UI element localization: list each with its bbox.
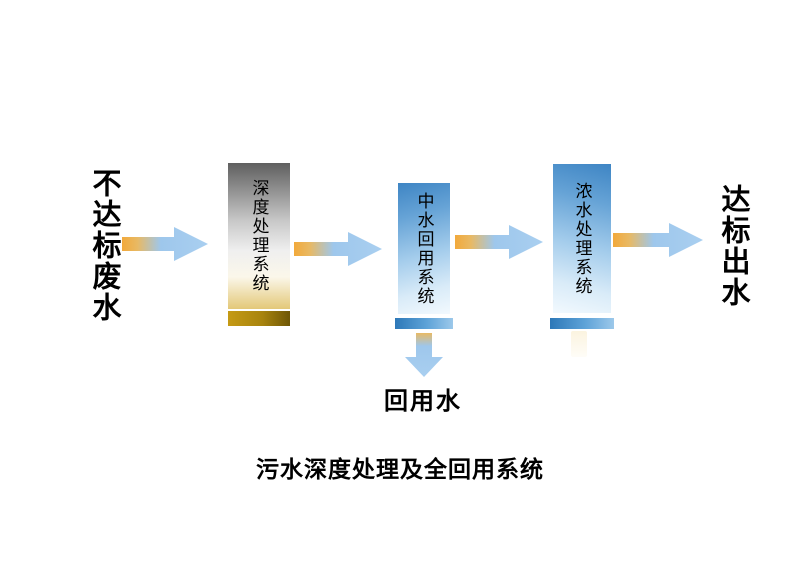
stage-deep-treatment-base-band [228,311,290,326]
stage-concentrate-treatment: 浓水处理系统 [553,164,611,313]
output-water-label: 达标出水 [717,184,751,308]
reuse-water-label: 回用水 [384,387,462,415]
diagram-caption: 污水深度处理及全回用系统 [256,457,544,483]
stage-concentrate-treatment-base-band [550,318,614,329]
stage-concentrate-treatment-label: 浓水处理系统 [571,181,592,296]
right-arrow-icon [455,225,543,259]
right-arrow-icon [294,232,382,266]
flow-arrow-down [405,333,443,381]
input-water-label: 不达标废水 [88,168,122,323]
flow-arrow-2 [294,231,382,271]
stage-deep-treatment-label: 深度处理系统 [248,179,269,293]
flow-arrow-4 [613,222,703,262]
stage-water-reuse-base-band [395,318,453,329]
flow-arrow-1 [122,226,208,266]
right-arrow-icon [613,223,703,257]
stage-deep-treatment: 深度处理系统 [228,163,290,309]
stage-water-reuse-label: 中水回用系统 [413,191,434,306]
faint-drip-artifact [571,331,587,357]
flow-arrow-3 [455,224,543,264]
stage-water-reuse: 中水回用系统 [398,183,450,314]
right-arrow-icon [122,227,208,261]
down-arrow-icon [405,333,443,377]
